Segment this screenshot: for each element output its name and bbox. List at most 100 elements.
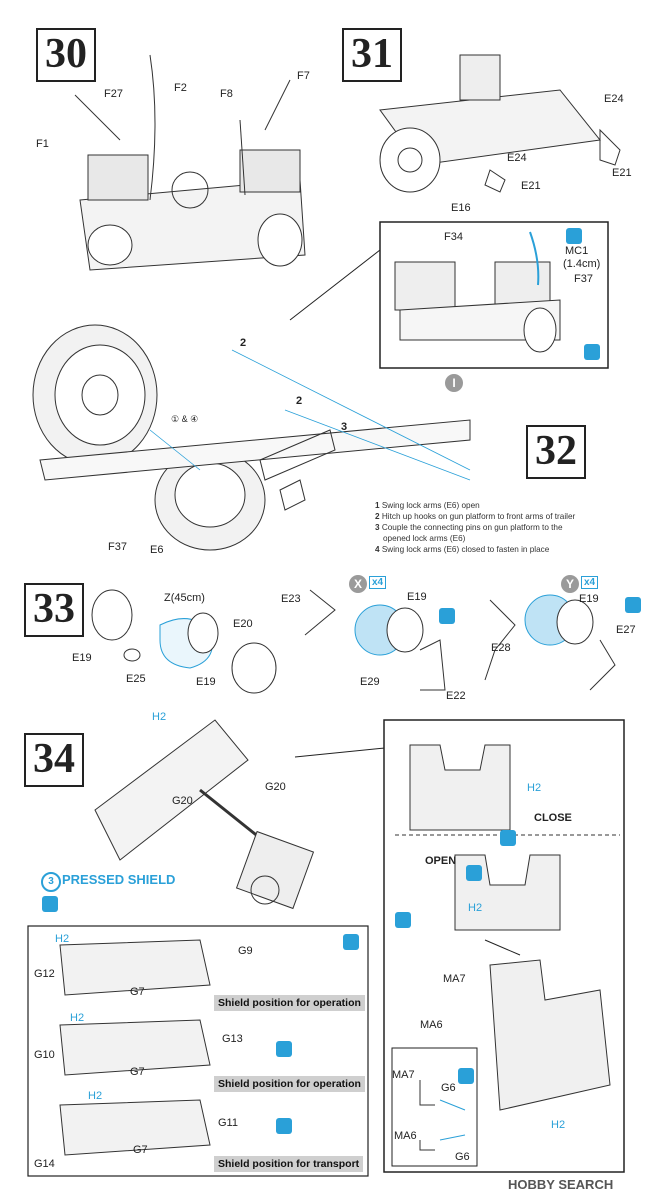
quantity-x4-a: x4 xyxy=(369,576,387,589)
part-group-i-badge: I xyxy=(445,374,463,392)
part-label-f7: F7 xyxy=(297,70,310,82)
instruction-note-3-cont: opened lock arms (E6) xyxy=(383,534,466,543)
part-label-e16: E16 xyxy=(451,202,471,214)
step30-drawing xyxy=(74,54,306,271)
shield2-g13: G13 xyxy=(222,1033,243,1045)
part-label-e21-b: E21 xyxy=(521,180,541,192)
part-label-ma6-a: MA6 xyxy=(420,1019,443,1031)
open-label: OPEN xyxy=(425,855,457,867)
shield3-h2: H2 xyxy=(88,1090,103,1102)
detail-brush-icon xyxy=(458,1068,474,1084)
step-number-32: 32 xyxy=(526,425,586,479)
part-label-g20-a: G20 xyxy=(265,781,286,793)
part-label-h2-main: H2 xyxy=(152,711,167,723)
step-number-31: 31 xyxy=(342,28,402,82)
shield1-g9: G9 xyxy=(238,945,253,957)
glue-step33-x-icon xyxy=(439,608,455,624)
shield3-g7: G7 xyxy=(133,1144,148,1156)
shield3-g11: G11 xyxy=(218,1117,238,1129)
part-label-e25: E25 xyxy=(126,673,146,685)
step-number-30: 30 xyxy=(36,28,96,82)
watermark-logo: HOBBY SEARCH xyxy=(508,1177,614,1192)
shield1-g12: G12 xyxy=(34,968,55,980)
part-label-mc1-length: (1.4cm) xyxy=(563,258,601,270)
inset-brush-icon xyxy=(395,912,411,928)
caption-shield-transport: Shield position for transport xyxy=(214,1156,364,1172)
shield1-brush-icon xyxy=(343,934,359,950)
close-label: CLOSE xyxy=(534,812,572,824)
part-label-e19-a: E19 xyxy=(72,652,92,664)
glue-step33-y-icon xyxy=(625,597,641,613)
open-glue-icon xyxy=(466,865,482,881)
part-label-f2: F2 xyxy=(174,82,187,94)
shield2-g7: G7 xyxy=(130,1066,145,1078)
pressed-shield-heading: PRESSED SHIELD xyxy=(62,872,176,887)
part-label-f34: F34 xyxy=(444,231,463,243)
part-label-z: Z(45cm) xyxy=(164,592,205,604)
part-label-f27: F27 xyxy=(104,88,123,100)
instruction-note-1: 1 Swing lock arms (E6) open xyxy=(375,501,480,510)
step-number-34: 34 xyxy=(24,733,84,787)
callout-2-b: 2 xyxy=(296,395,303,407)
instruction-notes: 1 Swing lock arms (E6) open 2 Hitch up h… xyxy=(375,500,585,555)
step-number-33: 33 xyxy=(24,583,84,637)
inset-h2-open: H2 xyxy=(468,902,483,914)
part-label-e19-c: E19 xyxy=(407,591,427,603)
part-label-e21-a: E21 xyxy=(612,167,632,179)
instruction-note-2: 2 Hitch up hooks on gun platform to fron… xyxy=(375,512,576,521)
part-label-g20-b: G20 xyxy=(172,795,193,807)
inset34-small-drawing xyxy=(419,1080,466,1151)
part-label-g6-a: G6 xyxy=(441,1082,456,1094)
part-label-e19-b: E19 xyxy=(196,676,216,688)
part-label-e6: E6 xyxy=(150,544,164,556)
part-label-f37: F37 xyxy=(108,541,127,553)
part-label-e27: E27 xyxy=(616,624,636,636)
caption-shield-operation-2: Shield position for operation xyxy=(214,1076,365,1092)
part-label-e24-a: E24 xyxy=(604,93,624,105)
pressed-shield-glue-icon xyxy=(42,896,58,912)
close-glue-icon xyxy=(500,830,516,846)
part-label-e22: E22 xyxy=(446,690,466,702)
step32-drawing xyxy=(32,324,471,551)
part-label-e19-d: E19 xyxy=(579,593,599,605)
shield2-g10: G10 xyxy=(34,1049,55,1061)
part-label-f1: F1 xyxy=(36,138,49,150)
part-label-e23: E23 xyxy=(281,593,301,605)
callout-2-a: 2 xyxy=(240,337,247,349)
part-label-ma7-a: MA7 xyxy=(443,973,466,985)
variant-x-badge: X xyxy=(349,575,367,593)
part-label-f8: F8 xyxy=(220,88,233,100)
inset-h2-detail: H2 xyxy=(551,1119,566,1131)
pressed-shield-number-icon: 3 xyxy=(41,872,61,892)
part-label-e24-b: E24 xyxy=(507,152,527,164)
step33-drawing xyxy=(91,589,616,694)
shield-drawings xyxy=(59,939,211,1156)
inset-h2-close: H2 xyxy=(527,782,542,794)
part-label-g6-b: G6 xyxy=(455,1151,470,1163)
step31-drawing xyxy=(379,54,621,193)
part-label-mc1: MC1 xyxy=(565,245,589,257)
shield2-glue-icon xyxy=(276,1041,292,1057)
glue-drop-icon xyxy=(566,228,582,244)
step34-drawing xyxy=(94,719,315,910)
part-label-f37-inset: F37 xyxy=(574,273,593,285)
variant-y-badge: Y xyxy=(561,575,579,593)
instruction-note-3: 3 Couple the connecting pins on gun plat… xyxy=(375,523,563,532)
shield3-glue-icon xyxy=(276,1118,292,1134)
quantity-x4-b: x4 xyxy=(581,576,599,589)
part-label-e20: E20 xyxy=(233,618,253,630)
caption-shield-operation-1: Shield position for operation xyxy=(214,995,365,1011)
part-label-ma7-b: MA7 xyxy=(392,1069,415,1081)
shield1-h2: H2 xyxy=(55,933,70,945)
part-label-e29: E29 xyxy=(360,676,380,688)
part-label-e28: E28 xyxy=(491,642,511,654)
callout-3: 3 xyxy=(341,421,348,433)
shield1-g7: G7 xyxy=(130,986,145,998)
callout-1-and-4: ① & ④ xyxy=(171,414,199,424)
instruction-note-4: 4 Swing lock arms (E6) closed to fasten … xyxy=(375,545,550,554)
shield2-h2: H2 xyxy=(70,1012,85,1024)
inset31-drawing xyxy=(394,231,561,353)
glue-brush-icon xyxy=(584,344,600,360)
part-label-ma6-b: MA6 xyxy=(394,1130,417,1142)
